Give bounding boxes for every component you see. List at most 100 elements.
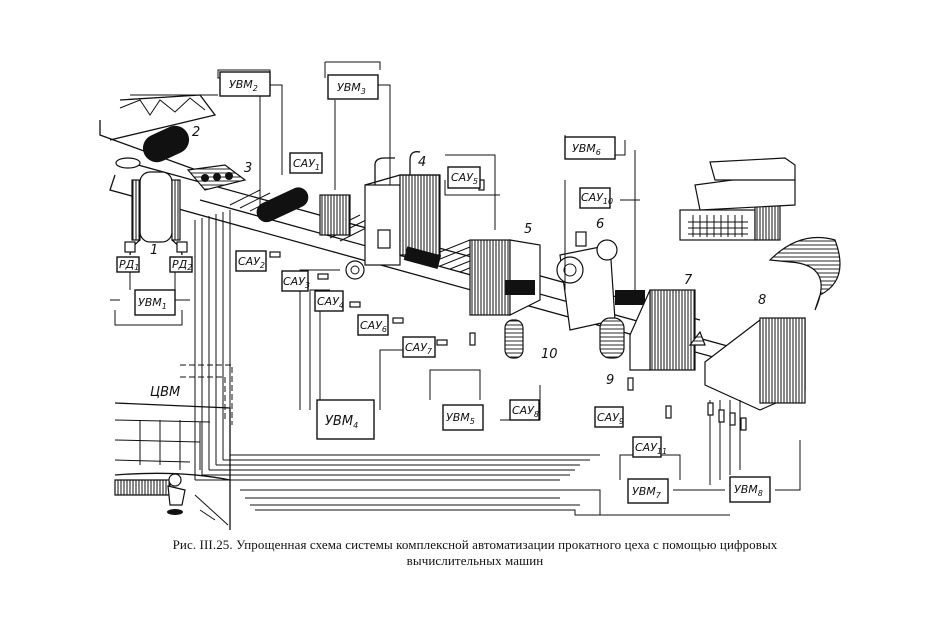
block-sau10: САУ10 xyxy=(579,187,613,209)
block-sau2: САУ2 xyxy=(235,250,267,272)
cooler-10 xyxy=(504,319,524,359)
block-sau10-index: 10 xyxy=(603,197,613,206)
block-uvm3-label: УВМ xyxy=(337,81,361,94)
overhead-crane xyxy=(109,94,217,163)
block-sau7: САУ7 xyxy=(402,336,436,358)
block-sau5: САУ5 xyxy=(447,166,481,189)
block-sau8: САУ8 xyxy=(509,399,540,421)
block-uvm8: УВМ8 xyxy=(729,476,771,503)
block-uvm5-index: 5 xyxy=(470,417,475,426)
svg-text:УВМ5: УВМ5 xyxy=(446,411,475,426)
block-uvm5: УВМ5 xyxy=(442,404,484,431)
block-uvm4: УВМ4 xyxy=(316,399,375,440)
block-uvm3: УВМ3 xyxy=(327,74,379,100)
block-sau2-label: САУ xyxy=(238,255,261,268)
equipment-number-4: 4 xyxy=(418,155,426,170)
unit-7 xyxy=(629,289,706,371)
block-uvm4-index: 4 xyxy=(353,421,358,430)
block-sau4: САУ4 xyxy=(314,290,344,312)
equipment-number-1: 1 xyxy=(150,243,158,258)
equipment-number-3: 3 xyxy=(244,161,252,176)
svg-text:УВМ7: УВМ7 xyxy=(632,485,662,500)
svg-text:УВМ3: УВМ3 xyxy=(337,81,366,96)
equipment-number-10: 10 xyxy=(541,347,558,362)
svg-text:САУ1: САУ1 xyxy=(293,157,320,172)
svg-text:РД1: РД1 xyxy=(119,258,139,272)
svg-text:САУ7: САУ7 xyxy=(405,341,433,356)
figure-caption-line-1: Рис. III.25. Упрощенная схема системы ко… xyxy=(172,537,778,552)
block-uvm7-index: 7 xyxy=(656,491,662,500)
shears-5 xyxy=(469,239,541,316)
block-uvm2-index: 2 xyxy=(253,84,258,93)
finishing-stand-6 xyxy=(556,231,645,331)
block-uvm4-label: УВМ xyxy=(325,414,353,429)
coiler-9 xyxy=(599,317,625,359)
block-uvm6-label: УВМ xyxy=(572,142,596,155)
block-sau11-index: 11 xyxy=(657,447,667,456)
svg-text:САУ10: САУ10 xyxy=(581,191,613,206)
equipment-number-2: 2 xyxy=(192,125,200,140)
block-uvm7: УВМ7 xyxy=(627,478,669,504)
figure-caption-line-2: вычислительных машин xyxy=(406,553,544,568)
svg-text:САУ3: САУ3 xyxy=(283,275,310,290)
ingot-car xyxy=(186,164,247,191)
svg-text:САУ11: САУ11 xyxy=(635,441,667,456)
block-uvm3-index: 3 xyxy=(361,87,366,96)
block-sau4-label: САУ xyxy=(317,295,340,308)
block-uvm2-label: УВМ xyxy=(229,78,253,91)
block-uvm6: УВМ6 xyxy=(564,136,616,160)
block-sau6-label: САУ xyxy=(360,319,383,332)
block-sau5-label: САУ xyxy=(451,171,474,184)
equipment-number-8: 8 xyxy=(758,293,766,308)
block-uvm7-label: УВМ xyxy=(632,485,656,498)
svg-text:УВМ8: УВМ8 xyxy=(734,483,763,498)
block-sau3-label: САУ xyxy=(283,275,306,288)
block-sau7-label: САУ xyxy=(405,341,428,354)
svg-text:УВМ4: УВМ4 xyxy=(325,414,358,430)
block-sau2-index: 2 xyxy=(260,261,265,270)
block-sau1: САУ1 xyxy=(289,152,323,174)
svg-text:УВМ6: УВМ6 xyxy=(572,142,601,157)
block-sau9-index: 9 xyxy=(619,417,624,426)
block-rd2: РД2 xyxy=(169,256,193,273)
block-sau1-index: 1 xyxy=(315,163,320,172)
svg-text:САУ4: САУ4 xyxy=(317,295,344,310)
svg-text:САУ5: САУ5 xyxy=(451,171,478,186)
block-uvm1: УВМ1 xyxy=(134,289,176,316)
block-sau7-index: 7 xyxy=(427,347,433,356)
equipment-number-7: 7 xyxy=(684,273,693,288)
svg-text:УВМ1: УВМ1 xyxy=(138,296,167,311)
equipment-number-6: 6 xyxy=(596,217,604,232)
curved-flow-arrow xyxy=(768,236,841,311)
block-rd2-label: РД xyxy=(172,258,188,271)
block-rd1: РД1 xyxy=(116,256,140,273)
block-sau10-label: САУ xyxy=(581,191,604,204)
block-sau3: САУ3 xyxy=(281,270,310,292)
rolling-stand-4 xyxy=(319,151,442,280)
block-rd1-label: РД xyxy=(119,258,135,271)
ingot xyxy=(256,187,309,223)
block-sau11-label: САУ xyxy=(635,441,658,454)
equipment-number-9: 9 xyxy=(606,373,614,388)
block-sau6-index: 6 xyxy=(382,325,387,334)
sensors xyxy=(269,179,747,431)
svg-text:РД2: РД2 xyxy=(172,258,192,272)
block-sau11: САУ11 xyxy=(632,436,667,458)
computer-center-illustration xyxy=(114,364,233,530)
block-sau8-index: 8 xyxy=(534,410,539,419)
equipment-number-5: 5 xyxy=(524,222,532,237)
block-rd1-index: 1 xyxy=(134,263,139,272)
block-uvm1-index: 1 xyxy=(162,302,167,311)
block-sau9: САУ9 xyxy=(594,406,624,428)
svg-text:САУ9: САУ9 xyxy=(597,411,624,426)
computer-center-label: ЦВМ xyxy=(150,385,180,400)
block-uvm8-index: 8 xyxy=(758,489,763,498)
block-uvm8-label: УВМ xyxy=(734,483,758,496)
soaking-pit-furnace xyxy=(99,120,211,256)
product-stacks xyxy=(679,157,796,241)
block-sau3-index: 3 xyxy=(305,281,310,290)
svg-text:САУ2: САУ2 xyxy=(238,255,265,270)
block-uvm6-index: 6 xyxy=(596,148,601,157)
block-sau9-label: САУ xyxy=(597,411,620,424)
